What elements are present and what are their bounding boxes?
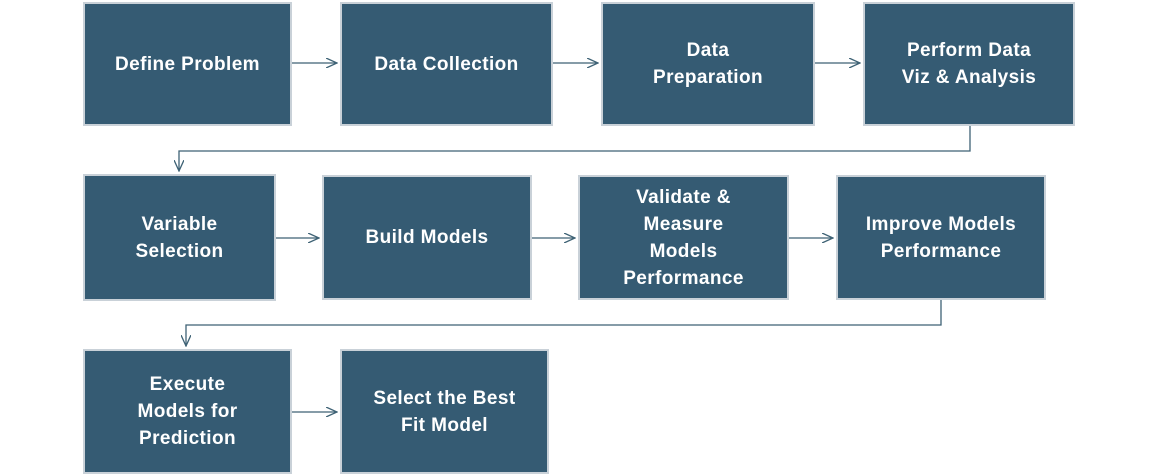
step-label: Perform Data Viz & Analysis [901,40,1037,88]
step-select-best-fit-model: Select the Best Fit Model [340,349,549,474]
step-perform-data-viz-analysis: Perform Data Viz & Analysis [863,2,1075,126]
step-variable-selection: Variable Selection [83,174,276,301]
step-label: Data Collection [374,53,519,75]
connector-improve-to-execute [186,300,942,346]
step-label: Select the Best Fit Model [373,387,516,436]
step-execute-models-prediction: Execute Models for Prediction [83,349,292,474]
step-build-models: Build Models [322,175,532,300]
step-label: Define Problem [115,53,260,75]
step-data-collection: Data Collection [340,2,553,126]
step-define-problem: Define Problem [83,2,292,126]
step-label: Data Preparation [653,40,763,88]
step-improve-models-performance: Improve Models Performance [836,175,1046,300]
step-validate-measure-performance: Validate & Measure Models Performance [578,175,789,300]
step-label: Improve Models Performance [865,213,1017,262]
step-label: Variable Selection [135,213,224,262]
step-label: Build Models [365,227,489,248]
connector-viz-to-variable-selection [179,126,971,171]
step-label: Validate & Measure Models Performance [623,186,744,289]
step-label: Execute Models for Prediction [137,374,238,449]
step-data-preparation: Data Preparation [601,2,815,126]
